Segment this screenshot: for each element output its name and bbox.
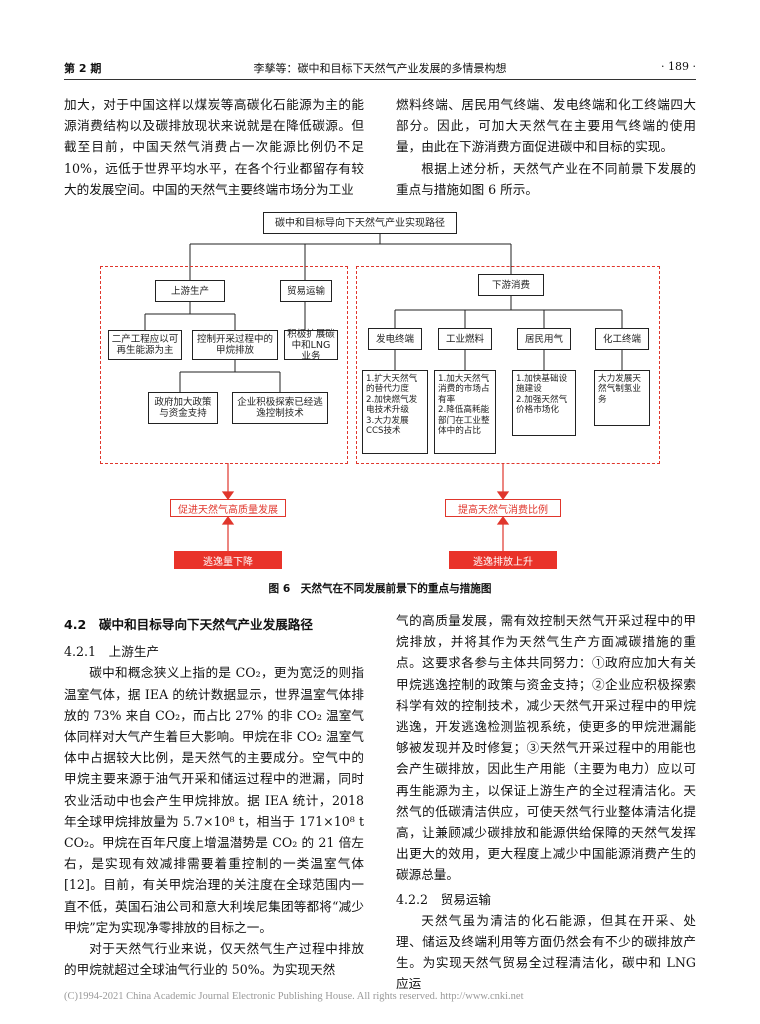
- industry-measures-box: 1.加大天然气消费的市场占有率 2.降低高耗能部门在工业整体中的占比: [434, 370, 496, 454]
- downstream-consumption-box: 下游消费: [478, 274, 544, 296]
- trade-transport-box: 贸易运输: [280, 280, 332, 302]
- figure-6-flowchart: 碳中和目标导向下天然气产业实现路径 上游生产 贸易运输 下游消费 二产工程应以可…: [100, 210, 660, 570]
- page-header: 第 2 期 李孳等：碳中和目标下天然气产业发展的多情景构想 · 189 ·: [64, 58, 696, 80]
- figure-caption: 图 6 天然气在不同发展前景下的重点与措施图: [268, 583, 492, 595]
- issue-number: 第 2 期: [64, 62, 102, 75]
- government-support-box: 政府加大政策与资金支持: [148, 392, 218, 424]
- residential-measures-box: 1.加快基础设施建设 2.加强天然气价格市场化: [512, 370, 576, 436]
- subsection-trade: 4.2.2 贸易运输: [396, 891, 492, 907]
- top-right-paragraph-1: 燃料终端、居民用气终端、发电终端和化工终端四大部分。因此，可加大天然气在主要用气…: [396, 97, 696, 155]
- connector-lines: [144, 234, 623, 551]
- right-goal-box: 提高天然气消费比例: [445, 499, 561, 517]
- upstream-paragraph-2: 对于天然气行业来说，仅天然气生产过程中排放的甲烷就超过全球油气行业的 50%。为…: [64, 941, 364, 978]
- figure-root-box: 碳中和目标导向下天然气产业实现路径: [263, 212, 457, 234]
- upstream-production-box: 上游生产: [155, 280, 225, 302]
- trade-paragraph: 天然气虽为清洁的化石能源，但其在开采、处理、储运及终端利用等方面仍然会有不少的碳…: [396, 912, 696, 992]
- upstream-renewable-box: 二产工程应以可再生能源为主: [108, 330, 182, 360]
- upstream-trade-dashed-region: [100, 266, 348, 464]
- top-left-paragraph: 加大，对于中国这样以煤炭等高碳化石能源为主的能源消费结构以及碳排放现状来说就是在…: [64, 97, 364, 197]
- top-right-paragraph-2: 根据上述分析，天然气产业在不同前景下发展的重点与措施如图 6 所示。: [396, 160, 696, 197]
- residential-gas-box: 居民用气: [517, 328, 571, 350]
- subsection-upstream: 4.2.1 上游生产: [64, 644, 160, 660]
- power-measures-box: 1.扩大天然气的替代力度 2.加快燃气发电技术升级 3.大力发展CCS技术: [362, 370, 428, 454]
- left-base-box: 逃逸量下降: [174, 551, 282, 569]
- downstream-dashed-region: [356, 266, 660, 464]
- power-generation-terminal-box: 发电终端: [368, 328, 422, 350]
- upstream-paragraph: 碳中和概念狭义上指的是 CO₂，更为宽泛的则指温室气体，据 IEA 的统计数据显…: [64, 665, 364, 935]
- upstream-methane-control-box: 控制开采过程中的甲烷排放: [192, 330, 278, 360]
- running-title: 李孳等：碳中和目标下天然气产业发展的多情景构想: [253, 62, 507, 75]
- top-left-column: 加大，对于中国这样以煤炭等高碳化石能源为主的能源消费结构以及碳排放现状来说就是在…: [64, 94, 364, 200]
- industrial-fuel-box: 工业燃料: [438, 328, 492, 350]
- section-title: 4.2 碳中和目标导向下天然气产业发展路径: [64, 617, 313, 632]
- methane-measures-paragraph: 气的高质量发展，需有效控制天然气开采过程中的甲烷排放，并将其作为天然气生产方面减…: [396, 613, 696, 883]
- left-goal-box: 促进天然气高质量发展: [170, 499, 286, 517]
- top-right-column: 燃料终端、居民用气终端、发电终端和化工终端四大部分。因此，可加大天然气在主要用气…: [396, 94, 696, 200]
- trade-lng-box: 积极扩展碳中和LNG业务: [284, 329, 338, 362]
- right-base-box: 逃逸排放上升: [449, 551, 557, 569]
- copyright-footer: (C)1994-2021 China Academic Journal Elec…: [64, 991, 524, 1002]
- chemical-terminal-box: 化工终端: [595, 328, 649, 350]
- chemical-measures-box: 大力发展天然气制氢业务: [594, 370, 650, 426]
- page-number: · 189 ·: [661, 60, 696, 73]
- enterprise-technology-box: 企业积极探索已经逃逸控制技术: [232, 392, 328, 424]
- bottom-left-column: 4.2 碳中和目标导向下天然气产业发展路径 4.2.1 上游生产 碳中和概念狭义…: [64, 614, 364, 980]
- bottom-right-column: 气的高质量发展，需有效控制天然气开采过程中的甲烷排放，并将其作为天然气生产方面减…: [396, 610, 696, 995]
- header-rule: [64, 79, 696, 80]
